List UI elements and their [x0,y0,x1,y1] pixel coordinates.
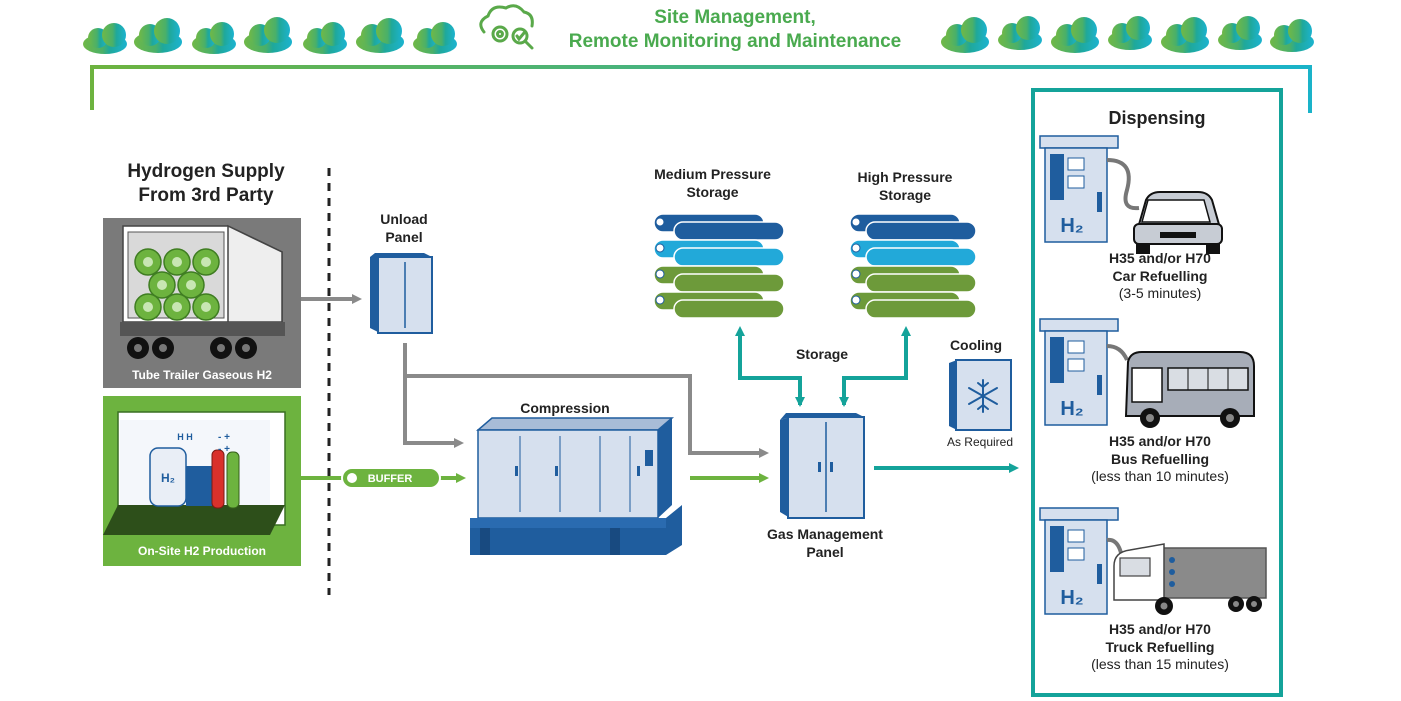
high-pressure-storage-cylinders [849,213,977,319]
cloud-icon [134,18,182,53]
gas-panel-line1: Gas Management [767,526,883,542]
dispenser-car-h2-text: H₂ [1060,215,1083,237]
dispenser-bus: H₂ [1039,318,1129,426]
truck-icon [1113,543,1267,615]
header-title: Site Management, Remote Monitoring and M… [520,6,950,54]
trailer-label: Tube Trailer Gaseous H2 [132,368,272,382]
onsite-production-box: H₂ H H - + - + [103,396,301,566]
car-refuelling-label: H35 and/or H70 Car Refuelling (3-5 minut… [1050,250,1270,303]
car-icon [1133,191,1223,254]
truck-refuelling-label: H35 and/or H70 Truck Refuelling (less th… [1050,621,1270,674]
cloud-icon [1161,17,1209,53]
car-line1: H35 and/or H70 [1109,250,1211,266]
cloud-icon [941,17,989,53]
bus-line1: H35 and/or H70 [1109,433,1211,449]
medium-pressure-storage-cylinders [653,213,785,319]
dispenser-truck-h2-text: H₂ [1060,587,1083,609]
unload-panel-label: Unload Panel [350,211,458,246]
onsite-tank-h2-text: H₂ [161,471,175,485]
cloud-icon [1051,17,1099,53]
svg-text:- +: - + [218,432,230,443]
site-management-bracket [90,65,1312,113]
buffer-tank: BUFFER [341,467,441,489]
cloud-icon [83,23,127,54]
car-line2: Car Refuelling [1112,267,1208,284]
bus-refuelling-label: H35 and/or H70 Bus Refuelling (less than… [1050,433,1270,486]
cloud-icon [244,17,292,53]
cooling-label: Cooling [949,337,1003,353]
truck-line1: H35 and/or H70 [1109,621,1211,637]
bus-line2: Bus Refuelling [1110,450,1209,467]
cloud-icon [1218,16,1262,50]
supply-heading: Hydrogen Supply From 3rd Party [96,160,316,208]
gas-panel-label: Gas Management Panel [740,526,910,561]
truck-line2: Truck Refuelling [1105,638,1215,655]
buffer-label: BUFFER [368,473,413,485]
dispenser-car: H₂ [1039,135,1140,243]
high-storage-line1: High Pressure [857,169,953,185]
high-storage-label: High Pressure Storage [830,169,980,204]
cooling-note: As Required [946,435,1014,449]
storage-label: Storage [795,346,849,362]
unload-panel-cabinet [370,253,433,334]
compression-label: Compression [520,400,610,416]
svg-text:- +: - + [218,444,230,455]
cloud-icon [413,22,457,54]
medium-storage-line2: Storage [686,183,739,200]
dispenser-truck: H₂ [1039,507,1125,615]
dispensing-box [1031,88,1283,697]
header-title-line2: Remote Monitoring and Maintenance [568,30,902,52]
cloud-icon [998,16,1042,50]
flow-arrows [301,294,1019,483]
cloud-icon [1108,16,1152,50]
snowflake-icon [968,379,998,413]
bus-time: (less than 10 minutes) [1091,468,1229,484]
compressor-unit [470,417,682,555]
unload-panel-line2: Panel [385,228,423,245]
truck-time: (less than 15 minutes) [1091,656,1229,672]
supply-heading-line2: From 3rd Party [138,184,274,206]
gas-management-panel-cabinet [780,413,865,519]
medium-storage-label: Medium Pressure Storage [630,166,795,201]
cloud-icon [356,18,404,53]
dispensing-title: Dispensing [1108,108,1206,128]
car-time: (3-5 minutes) [1118,285,1202,301]
cloud-icon [303,22,347,54]
supply-heading-line1: Hydrogen Supply [127,161,285,182]
cooling-unit [949,359,1012,431]
unload-panel-line1: Unload [380,211,428,227]
header-clouds [83,16,1314,54]
medium-storage-line1: Medium Pressure [654,166,771,182]
onsite-hh-text: H H [177,432,193,442]
high-storage-line2: Storage [878,186,932,203]
cloud-icon [1270,19,1314,52]
tube-trailer-box [103,218,301,388]
header-title-line1: Site Management, [654,7,816,28]
cloud-icon [192,22,236,54]
cloud-gear-icon [479,4,534,50]
gas-panel-line2: Panel [806,543,844,560]
dispenser-bus-h2-text: H₂ [1060,398,1083,420]
onsite-label: On-Site H2 Production [137,544,266,558]
bus-icon [1124,351,1255,428]
